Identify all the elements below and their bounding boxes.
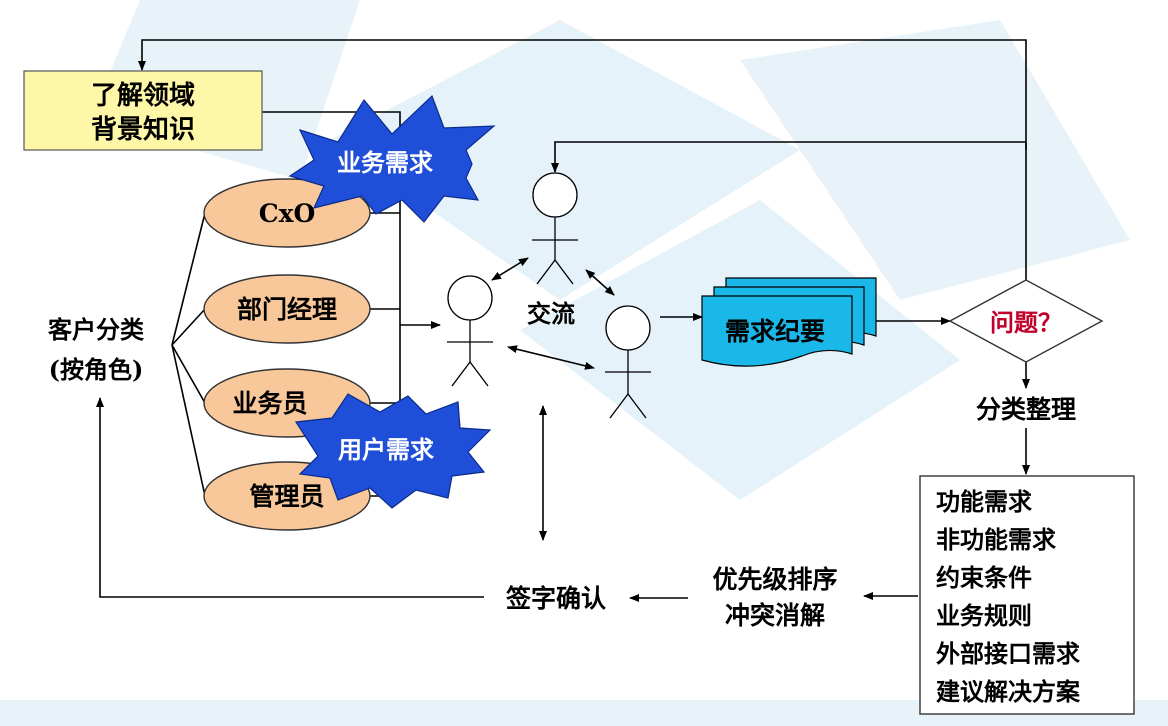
signoff-label: 签字确认 (505, 584, 606, 613)
connectors (96, 39, 1030, 602)
knowledge-line1: 了解领域 (91, 80, 195, 111)
role-department-manager: 部门经理 (203, 274, 371, 344)
actor-left-icon (447, 275, 493, 387)
classify-label: 分类整理 (976, 395, 1076, 424)
burst-label: 业务需求 (337, 148, 433, 177)
category-item: 业务规则 (936, 601, 1032, 630)
knowledge-line2: 背景知识 (91, 115, 195, 145)
actor-right-icon (605, 305, 651, 419)
question-label: 问题？ (990, 308, 1062, 337)
business-requirement-burst: 业务需求 (288, 94, 496, 223)
exchange-label: 交流 (527, 299, 575, 328)
domain-knowledge-box: 了解领域 背景知识 (23, 70, 263, 151)
customer-class-line2: (按角色) (49, 355, 144, 384)
role-label: 管理员 (249, 482, 324, 511)
role-administrator: 管理员 (203, 461, 371, 531)
priority-conflict: 优先级排序 冲突消解 (712, 565, 837, 630)
priority-line1: 优先级排序 (712, 565, 837, 594)
role-label: 部门经理 (237, 295, 337, 324)
burst-label: 用户需求 (338, 435, 434, 464)
question-decision: 问题？ (948, 279, 1104, 363)
priority-line2: 冲突消解 (725, 601, 825, 630)
user-requirement-burst: 用户需求 (294, 393, 492, 509)
customer-class-line1: 客户分类 (48, 315, 145, 344)
category-item: 非功能需求 (936, 525, 1056, 554)
role-label: CxO (259, 199, 316, 228)
requirement-minutes-doc: 需求纪要 (701, 277, 877, 367)
requirement-categories-box: 功能需求 非功能需求 约束条件 业务规则 外部接口需求 建议解决方案 (919, 475, 1135, 715)
role-label: 业务员 (232, 389, 307, 418)
category-item: 功能需求 (936, 487, 1032, 516)
minutes-label: 需求纪要 (725, 317, 825, 346)
category-item: 建议解决方案 (936, 677, 1081, 706)
customer-classification: 客户分类 (按角色) (48, 315, 145, 384)
category-item: 约束条件 (936, 563, 1032, 592)
category-item: 外部接口需求 (936, 639, 1080, 668)
actor-top-icon (532, 172, 578, 285)
